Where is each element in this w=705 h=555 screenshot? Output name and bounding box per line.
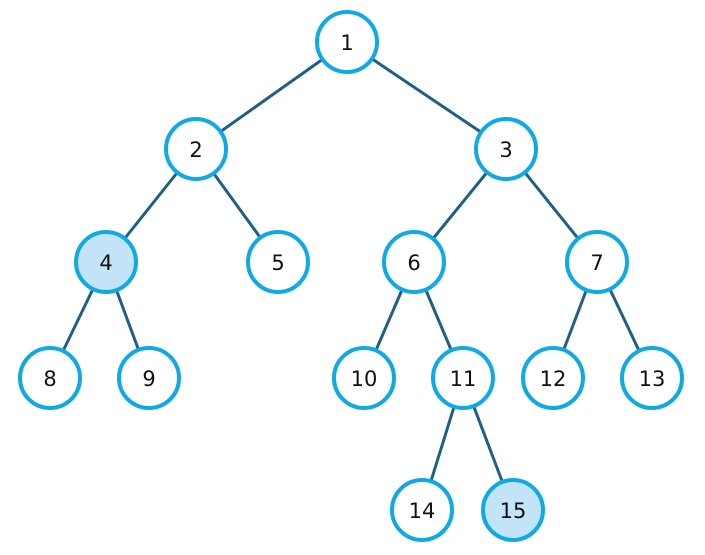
tree-node-1: 1 [315,10,379,74]
node-circle [332,346,396,410]
node-label: 3 [499,138,512,162]
node-circle [620,346,684,410]
node-label: 15 [500,499,527,523]
tree-node-14: 14 [390,478,454,542]
node-circle [382,230,446,294]
node-label: 11 [450,367,477,391]
node-label: 4 [99,251,112,275]
node-label: 10 [351,367,378,391]
node-circle [521,346,585,410]
tree-node-13: 13 [620,346,684,410]
tree-node-5: 5 [246,230,310,294]
node-circle [246,230,310,294]
tree-node-7: 7 [565,230,629,294]
tree-node-12: 12 [521,346,585,410]
node-circle [18,346,82,410]
node-circle [315,10,379,74]
tree-node-4: 4 [74,230,138,294]
node-circle [481,478,545,542]
node-circle [474,117,538,181]
node-label: 13 [639,367,666,391]
edges-layer [48,40,654,512]
node-label: 14 [409,499,436,523]
node-label: 1 [340,31,353,55]
tree-node-3: 3 [474,117,538,181]
node-circle [431,346,495,410]
node-label: 5 [271,251,284,275]
node-label: 7 [590,251,603,275]
node-circle [74,230,138,294]
node-circle [565,230,629,294]
node-circle [117,346,181,410]
tree-node-9: 9 [117,346,181,410]
node-circle [390,478,454,542]
tree-node-10: 10 [332,346,396,410]
tree-node-11: 11 [431,346,495,410]
tree-node-15: 15 [481,478,545,542]
node-circle [164,117,228,181]
node-label: 8 [43,367,56,391]
node-label: 12 [540,367,567,391]
node-label: 2 [189,138,202,162]
node-label: 6 [407,251,420,275]
tree-node-8: 8 [18,346,82,410]
tree-node-6: 6 [382,230,446,294]
tree-node-2: 2 [164,117,228,181]
node-label: 9 [142,367,155,391]
